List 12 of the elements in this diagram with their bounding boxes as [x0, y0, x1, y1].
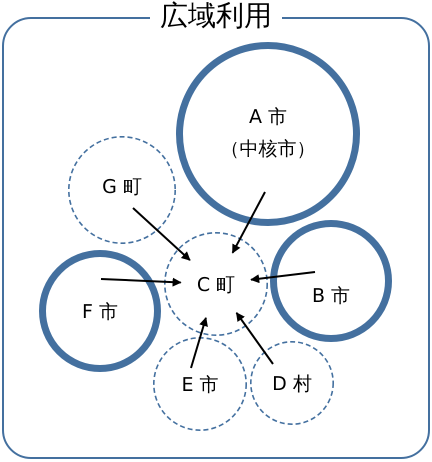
place-name: B 市: [310, 284, 352, 309]
place-name: F 市: [81, 300, 119, 325]
place-name: C 町: [196, 273, 236, 298]
place-name: G 町: [101, 175, 143, 200]
place-name: A 市: [248, 105, 288, 130]
arrow: [232, 192, 266, 254]
arrow: [236, 312, 274, 365]
title: 広域利用: [150, 1, 282, 32]
place-name: E 市: [180, 373, 220, 398]
place-name: D 村: [271, 372, 313, 397]
place-note: （中核市）: [220, 137, 316, 162]
arrow: [132, 207, 191, 261]
